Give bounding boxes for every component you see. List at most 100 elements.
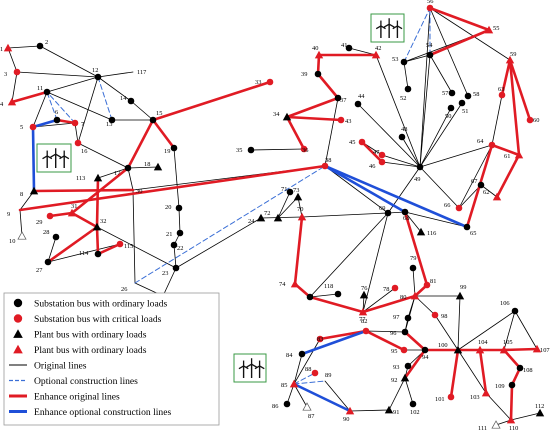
bus-79-marker — [409, 264, 417, 272]
line-original-24-70 — [260, 216, 303, 219]
bus-108-marker — [516, 364, 524, 372]
bus-78-marker — [391, 284, 399, 292]
line-enhance-original-29-31 — [48, 211, 74, 218]
legend-item-4: Plant bus with ordinary loads — [13, 344, 147, 356]
bus-69-marker — [384, 209, 392, 217]
bus-83-label: 83 — [317, 336, 323, 343]
line-enhance-original-37-39 — [316, 72, 340, 100]
bus-63-label: 63 — [498, 86, 504, 93]
bus-107-marker — [532, 344, 542, 353]
line-original-23-32 — [96, 226, 177, 269]
line-optional-7-11 — [46, 91, 76, 124]
bus-16-marker — [74, 139, 82, 147]
bus-63-marker — [498, 91, 506, 99]
line-original-64-66 — [458, 144, 493, 209]
bus-15-marker — [149, 116, 157, 124]
line-enhance-original-31-32 — [70, 211, 99, 229]
line-original-56-58 — [429, 7, 469, 97]
line-original-100-106 — [457, 310, 516, 351]
bus-88-label: 88 — [305, 366, 311, 373]
legend-circle-icon — [13, 314, 23, 323]
bus-64-label: 64 — [477, 138, 484, 145]
bus-85-marker — [289, 379, 299, 388]
bus-15-label: 15 — [156, 110, 162, 117]
legend-label: Substation bus with critical loads — [34, 314, 162, 325]
bus-91-label: 91 — [393, 409, 399, 416]
bus-115-marker — [116, 240, 124, 248]
bus-58-label: 58 — [473, 91, 479, 98]
bus-34-label: 34 — [273, 111, 280, 118]
bus-4-label: 4 — [0, 101, 4, 108]
bus-53-label: 53 — [392, 56, 398, 63]
bus-116-label: 116 — [427, 230, 436, 237]
bus-40-label: 40 — [312, 45, 318, 52]
bus-71-marker — [286, 188, 294, 196]
line-enhance-optional-5-6 — [31, 118, 59, 129]
line-original-2-12 — [39, 45, 99, 78]
line-original-91-92 — [388, 377, 406, 411]
line-original-84-85 — [293, 353, 303, 385]
legend-label: Enhance original lines — [34, 391, 120, 402]
bus-45-label: 45 — [349, 139, 355, 146]
bus-44-label: 44 — [358, 93, 365, 100]
bus-55-marker — [484, 25, 494, 34]
line-original-75-118 — [309, 293, 339, 298]
line-original-77-78 — [362, 287, 396, 313]
bus-104-marker — [475, 345, 485, 354]
legend-label: Enhance optional construction lines — [34, 407, 171, 418]
bus-31-label: 31 — [71, 203, 77, 210]
line-original-79-80 — [412, 267, 416, 297]
bus-28-marker — [52, 233, 60, 241]
line-original-17-113 — [97, 167, 129, 179]
bus-90-label: 90 — [343, 416, 349, 423]
bus-62-label: 62 — [483, 189, 489, 196]
bus-41-marker — [345, 44, 353, 52]
bus-16-label: 16 — [81, 148, 87, 155]
line-original-16-17 — [77, 142, 129, 169]
bus-88-marker — [311, 369, 319, 377]
bus-37-marker — [334, 94, 342, 102]
bus-29-marker — [46, 212, 54, 220]
line-original-99-100 — [457, 295, 461, 351]
bus-61-marker — [514, 150, 524, 159]
line-original-103-110 — [485, 392, 512, 421]
bus-67-label: 67 — [471, 178, 478, 185]
bus-73-marker — [293, 192, 303, 201]
bus-24-marker — [256, 213, 266, 222]
bus-20-label: 20 — [165, 204, 171, 211]
line-original-3-4 — [11, 71, 18, 103]
bus-87-marker — [302, 402, 312, 411]
line-original-3-12 — [16, 71, 99, 78]
bus-17-marker — [124, 164, 132, 172]
line-original-85-87 — [293, 383, 308, 408]
bus-52-marker — [404, 85, 412, 93]
line-enhance-original-61-64 — [490, 143, 521, 157]
bus-66-marker — [455, 204, 463, 212]
line-optional-85-89 — [293, 380, 326, 385]
line-enhance-optional-82-84 — [300, 329, 368, 356]
bus-10-label: 10 — [9, 238, 15, 245]
line-original-44-49 — [357, 103, 421, 168]
bus-96-label: 96 — [390, 330, 396, 337]
line-enhance-original-32-114 — [95, 225, 100, 256]
line-original-92-102 — [404, 377, 414, 405]
line-original-72-73 — [277, 196, 299, 219]
bus-72-label: 72 — [264, 210, 270, 217]
line-enhance-original-34-36 — [285, 115, 306, 151]
legend-item-1: Substation bus with ordinary loads — [13, 298, 168, 309]
bus-87-label: 87 — [308, 413, 315, 420]
bus-97-label: 97 — [393, 314, 400, 321]
bus-110-label: 110 — [509, 425, 518, 432]
line-original-11-13 — [46, 91, 113, 121]
line-enhance-original-59-60 — [508, 58, 532, 122]
line-original-19-20 — [173, 147, 180, 209]
line-enhance-original-55-56 — [428, 6, 491, 32]
line-enhance-original-103-104 — [478, 348, 488, 395]
bus-49-label: 49 — [414, 176, 420, 183]
line-enhance-original-82-95 — [364, 329, 406, 352]
bus-118-marker — [334, 290, 342, 298]
bus-10-marker — [17, 231, 27, 240]
bus-44-marker — [354, 100, 362, 108]
bus-113-label: 113 — [76, 175, 85, 182]
